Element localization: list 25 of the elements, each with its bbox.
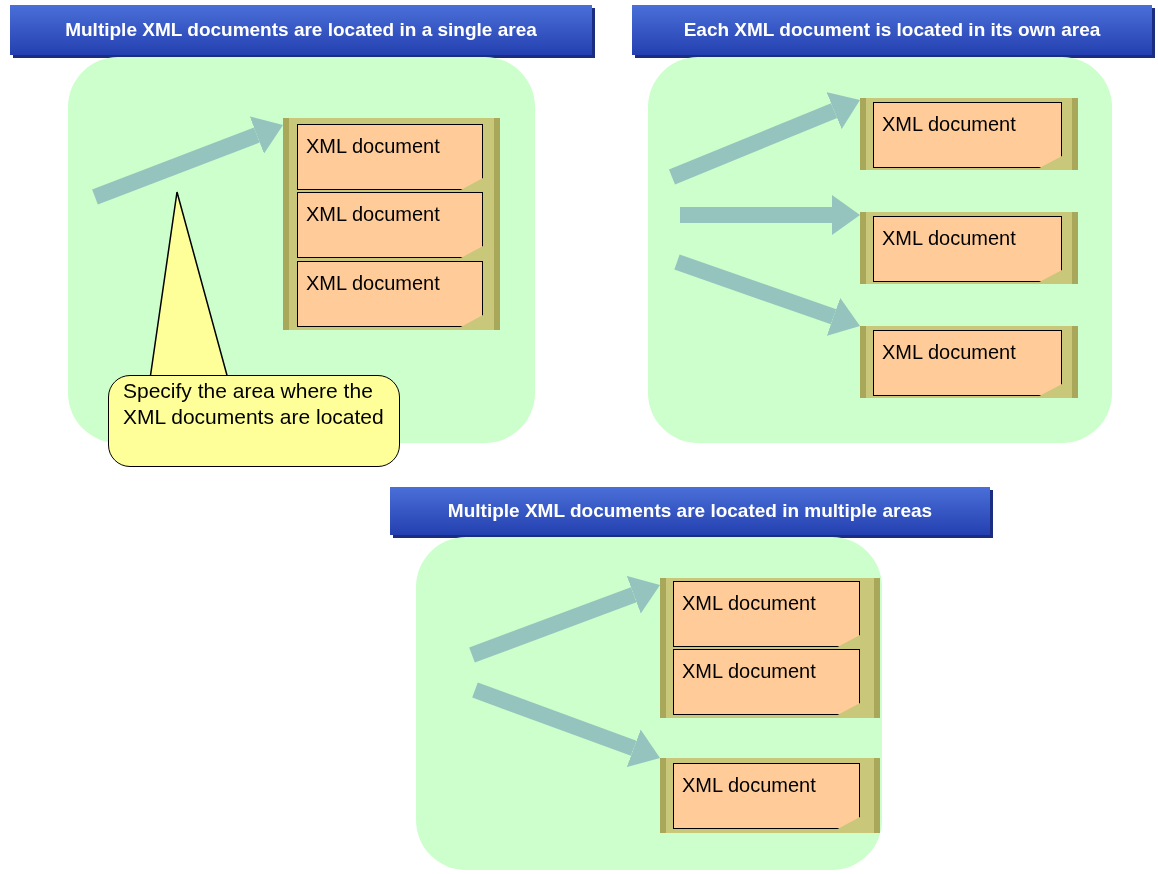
document-area-frame (860, 326, 1078, 398)
document-card: XML document (673, 649, 860, 715)
arrow (674, 254, 860, 336)
document-area-frame (660, 578, 880, 718)
document-area-frame (660, 758, 880, 833)
arrow (472, 682, 660, 768)
panel-title: Multiple XML documents are located in multiple areas (390, 487, 990, 535)
document-card: XML document (297, 124, 483, 190)
document-card: XML document (673, 581, 860, 647)
callout-bubble: Specify the area where the XML documents are located (108, 375, 400, 467)
arrow (668, 92, 860, 185)
document-area-frame (860, 98, 1078, 170)
arrow (469, 576, 660, 663)
document-card: XML document (673, 763, 860, 829)
arrow (680, 195, 860, 235)
document-card: XML document (297, 261, 483, 327)
document-card: XML document (873, 102, 1062, 168)
document-area-frame (283, 118, 500, 330)
document-card: XML document (873, 330, 1062, 396)
arrow (92, 116, 283, 205)
document-area-frame (860, 212, 1078, 284)
panel-title: Each XML document is located in its own area (632, 5, 1152, 55)
document-card: XML document (873, 216, 1062, 282)
panel-title: Multiple XML documents are located in a single area (10, 5, 592, 55)
document-card: XML document (297, 192, 483, 258)
